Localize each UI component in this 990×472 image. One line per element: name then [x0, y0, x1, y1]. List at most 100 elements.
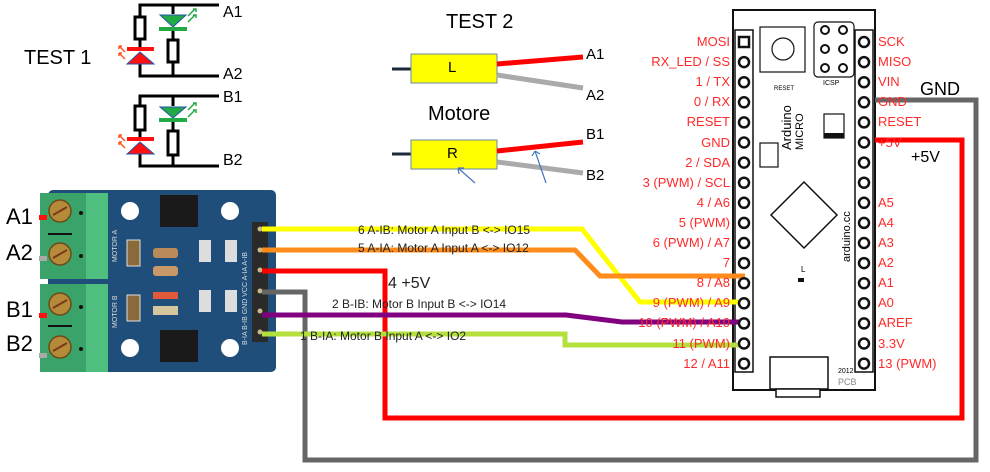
arduino-right-pin-label: MISO [878, 54, 912, 70]
arduino-left-pin-hole [737, 196, 751, 210]
arduino-left-pin-label: 11 (PWM) [672, 335, 730, 351]
arduino-right-pin-hole [857, 216, 871, 230]
arduino-right-pin-hole [857, 176, 871, 189]
arduino-right-pin-hole [857, 136, 871, 149]
test1-terminal-a1: A1 [223, 4, 243, 21]
arduino-site: arduino.cc [841, 211, 853, 262]
test1-terminal-b2: B2 [223, 152, 243, 169]
arduino-right-pin-label: 13 (PWM) [878, 355, 937, 371]
arduino-right-pin-hole [857, 317, 871, 330]
arduino-pcb: PCB [838, 377, 857, 387]
arduino-right-pin-hole [857, 337, 871, 350]
arduino-right-pin-hole [857, 256, 871, 270]
arduino-left-pin-hole [737, 337, 751, 350]
arduino-right-pin-label: 3.3V [878, 335, 905, 351]
motor-right [392, 139, 584, 184]
driver-board [39, 190, 276, 372]
arduino-right-pin-label: +5V [878, 134, 902, 150]
power-label-vcc: +5V [911, 149, 940, 166]
led-green-b [158, 102, 197, 122]
arduino-right-pin-hole [857, 196, 871, 210]
arduino-left-pin-hole [737, 357, 751, 370]
arduino-left-pin-hole [737, 276, 751, 290]
motor-label: Motore [428, 103, 491, 125]
wire-label-b-ia: 1 B-IA: Motor B Input A <-> IO2 [300, 329, 467, 343]
driver-terminal-a2: A2 [6, 240, 33, 265]
arduino-right-pin-hole [857, 297, 871, 310]
arduino-left-pin-label: 4 / A6 [696, 194, 730, 210]
arduino-right-pin-hole [857, 236, 871, 250]
silk-motor-a: MOTOR A [112, 229, 119, 262]
wire-gnd [262, 97, 979, 463]
arduino-left-pin-hole [737, 256, 751, 270]
arduino-name: Arduino [779, 105, 794, 150]
arduino-left-pin-label: 10 (PWM) / A10 [638, 315, 730, 331]
test2-title: TEST 2 [446, 11, 514, 33]
test2-terminal-a2: A2 [586, 87, 605, 104]
arduino-left-pin-hole [737, 35, 751, 49]
arduino-right-pin-hole [857, 116, 871, 129]
arduino-left-pin-label: GND [701, 134, 730, 150]
power-label-gnd: GND [920, 79, 960, 99]
driver-terminal-b1: B1 [6, 297, 33, 322]
arduino-right-pin-label: AREF [878, 315, 913, 331]
wire-label-a-ia: 5 A-IA: Motor A Input A <-> IO12 [358, 241, 529, 255]
wire-vcc [262, 137, 965, 421]
arduino-left-pin-label: 8 / A8 [696, 275, 730, 291]
arduino-reset-label: RESET [774, 86, 795, 92]
test1-circuit-b [133, 94, 219, 168]
wire-b-ia [262, 331, 745, 348]
arduino-year: 2012 [838, 368, 854, 375]
led-green-a [158, 8, 197, 31]
arduino-right-pin-hole [857, 357, 871, 370]
arduino-left-pin-hole [737, 96, 751, 109]
arduino-right-pin-label: A2 [878, 255, 894, 271]
silk-header: B-IA B-IB GND VCC A-IA A-IB [242, 252, 249, 345]
arduino-left-pin-hole [737, 297, 751, 310]
arduino-left-pin-label: 5 (PWM) [678, 214, 730, 230]
arduino-right-pin-label: A5 [878, 194, 894, 210]
led-red-b [118, 134, 156, 155]
arduino-left-pin-hole [737, 116, 751, 129]
arduino-left-pin-hole [737, 236, 751, 250]
arduino-board [732, 9, 876, 398]
arduino-left-pin-label: 9 (PWM) / A9 [652, 295, 730, 311]
led-red-a [118, 45, 156, 65]
arduino-right-pin-hole [857, 276, 871, 290]
arduino-right-pin-label: A1 [878, 275, 894, 291]
arduino-left-pin-hole [737, 75, 751, 89]
arduino-right-pin-label: VIN [878, 74, 900, 90]
arduino-left-pin-label: 7 [722, 255, 730, 271]
arduino-right-pin-label: A3 [878, 235, 894, 250]
arduino-left-pin-label: 6 (PWM) / A7 [652, 235, 730, 250]
arduino-right-pin-hole [857, 156, 871, 169]
wire-a-ia [262, 247, 745, 279]
driver-terminal-b2: B2 [6, 331, 33, 356]
arduino-left-pin-label: MOSI [696, 34, 730, 49]
driver-terminal-a1: A1 [6, 204, 33, 229]
test2-terminal-b2: B2 [586, 167, 605, 184]
arduino-left-pin-hole [737, 156, 751, 169]
test1-terminal-b1: B1 [223, 89, 243, 106]
arduino-left-pin-hole [737, 55, 751, 69]
arduino-right-pin-hole [857, 55, 871, 69]
arduino-right-pin-label: SCK [878, 34, 905, 49]
test1-circuit-a [133, 3, 219, 78]
arduino-icsp-label: ICSP [823, 80, 840, 87]
arduino-left-pin-hole [737, 216, 751, 230]
wire-a-ib [262, 226, 745, 305]
arduino-right-pin-label: A4 [878, 214, 894, 230]
arduino-led-label: L [801, 265, 806, 274]
wire-label-vcc: 4 +5V [388, 275, 431, 292]
arduino-left-pin-label: RESET [686, 114, 730, 130]
arduino-left-pin-label: 1 / TX [695, 74, 730, 90]
wire-label-a-ib: 6 A-IB: Motor A Input B <-> IO15 [358, 223, 531, 237]
arduino-right-pin-hole [857, 35, 871, 49]
arduino-left-pin-hole [737, 136, 751, 149]
test1-terminal-a2: A2 [223, 66, 243, 83]
silk-motor-b: MOTOR B [112, 295, 119, 328]
motor-left-letter: L [448, 59, 457, 76]
